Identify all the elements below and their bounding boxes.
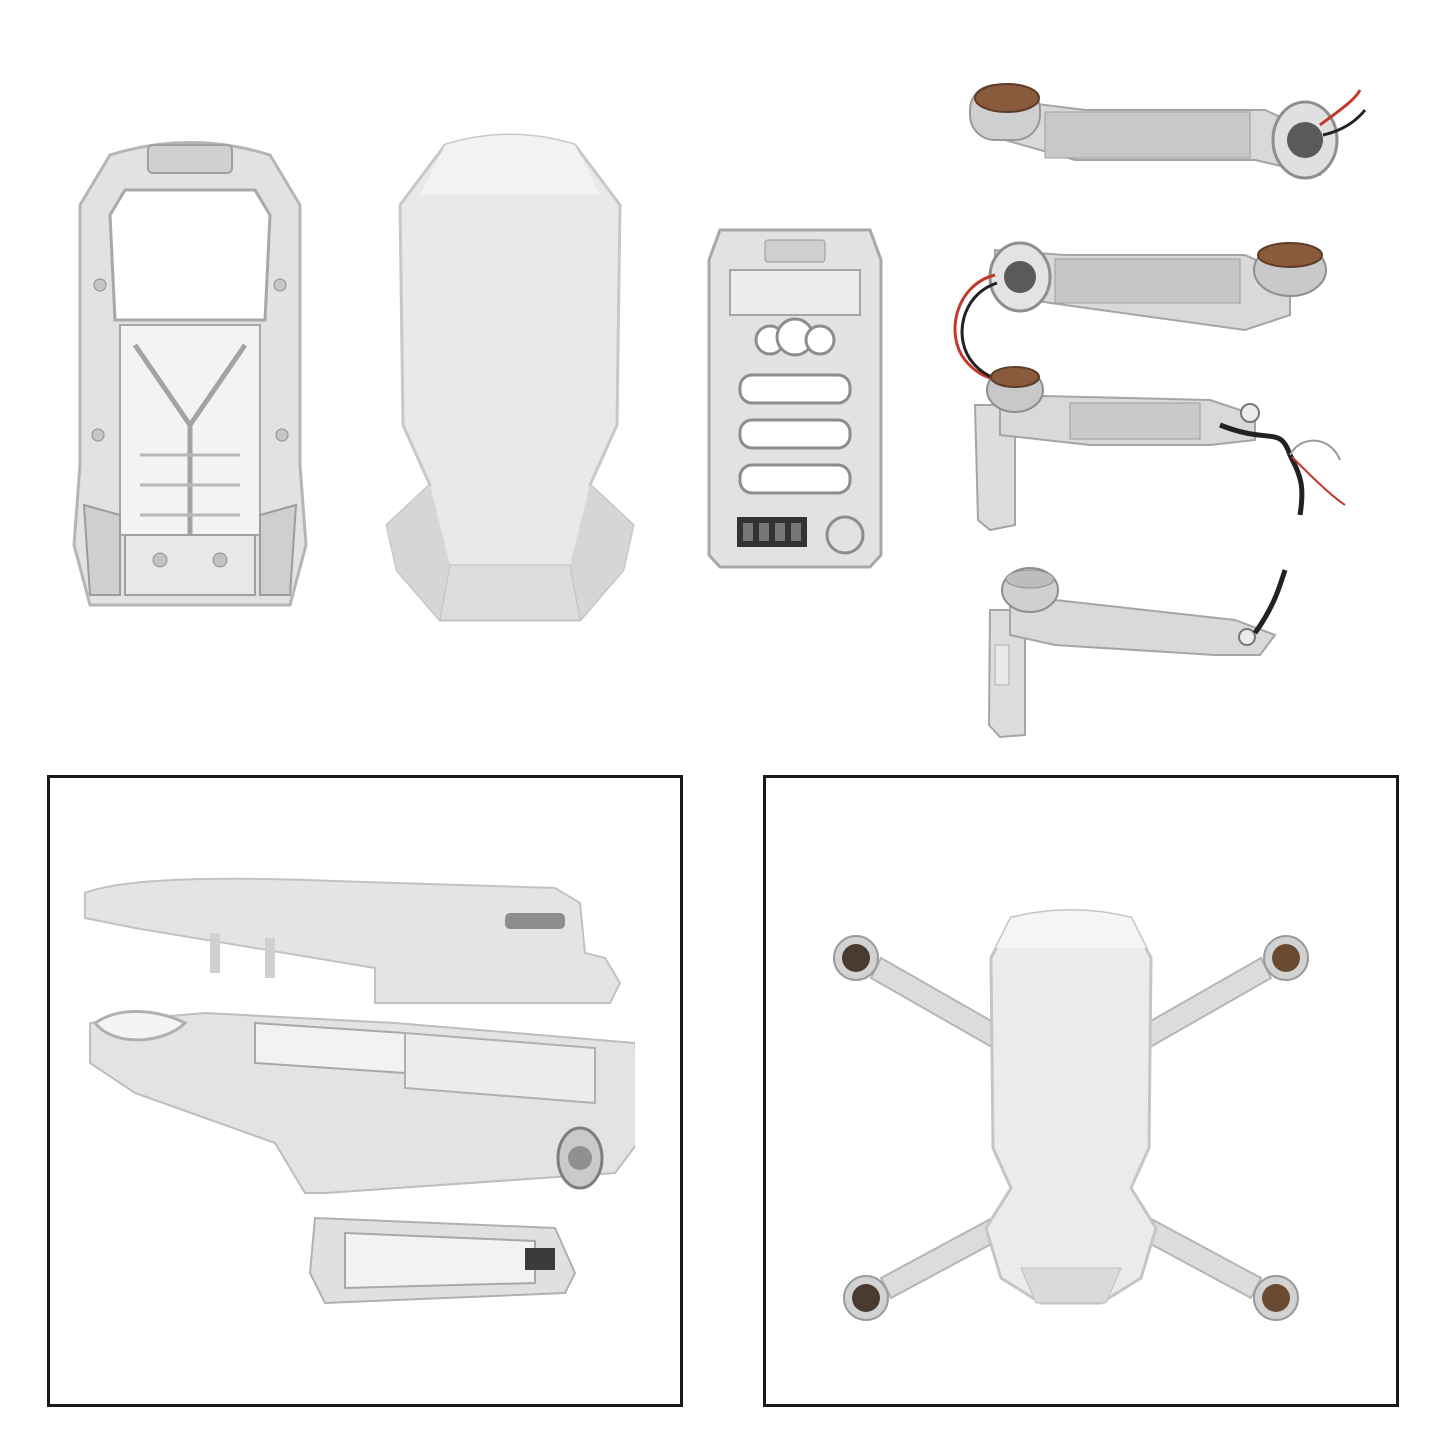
assembled-drone-top-view-icon xyxy=(821,908,1321,1328)
exploded-shell-assembly-icon xyxy=(75,873,635,1313)
drone-top-shell-icon xyxy=(385,125,635,625)
drone-bottom-shell-icon xyxy=(705,225,885,570)
front-arm-motor-icon xyxy=(965,80,1370,190)
exploded-view-panel xyxy=(47,775,683,1407)
drone-middle-frame-icon xyxy=(70,135,310,620)
front-arm-motor-icon xyxy=(945,235,1345,400)
rear-arm-landing-leg-icon xyxy=(985,565,1305,740)
assembled-drone-panel xyxy=(763,775,1399,1407)
rear-arm-landing-leg-icon xyxy=(970,365,1370,535)
